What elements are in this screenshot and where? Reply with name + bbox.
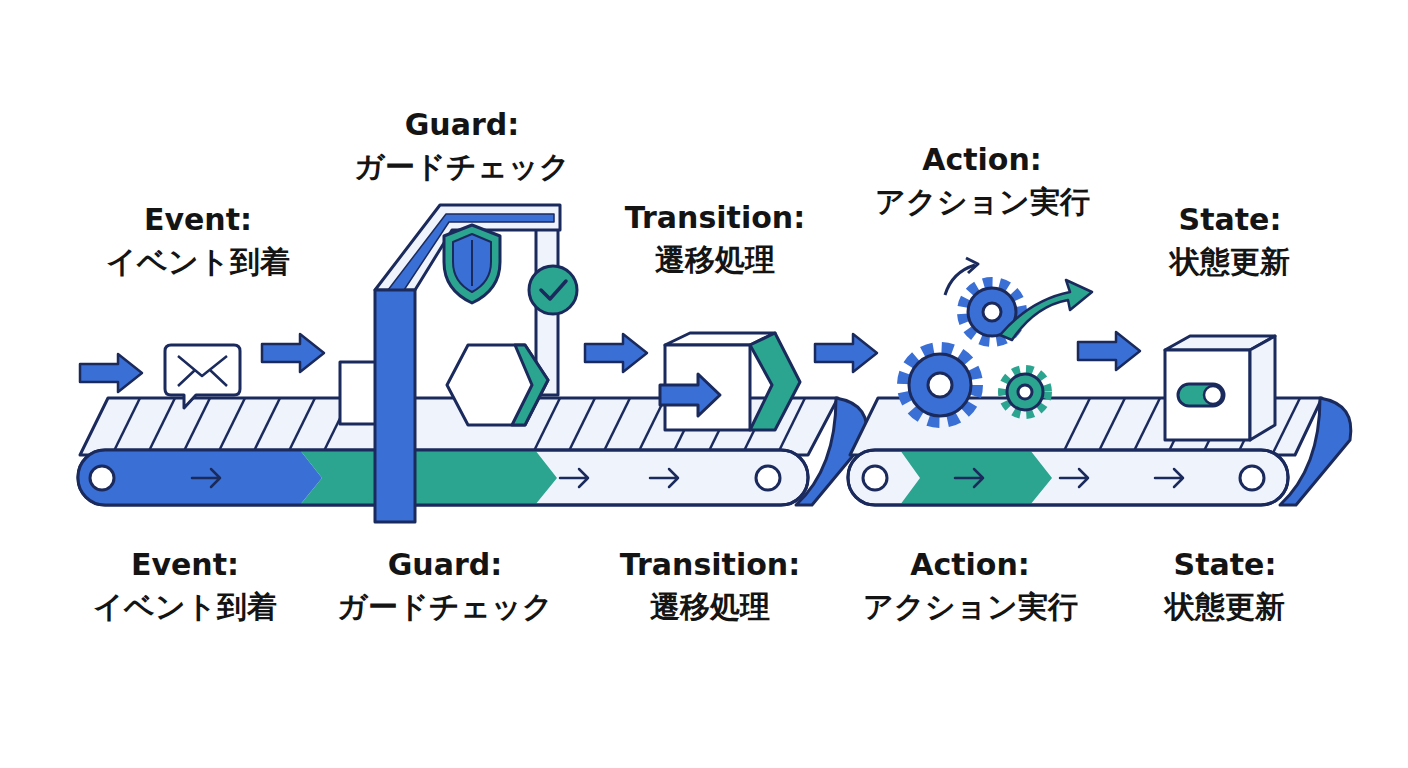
guard-gate bbox=[340, 205, 577, 522]
stage-label: Guard: ガードチェック bbox=[354, 104, 570, 188]
stage-label: Event: イベント到着 bbox=[106, 199, 290, 283]
action-gears bbox=[904, 258, 1092, 421]
stage-label: Event: イベント到着 bbox=[93, 544, 277, 628]
state-box bbox=[1165, 336, 1275, 440]
stage-label: Action: アクション実行 bbox=[875, 139, 1090, 223]
stage-label: State: 状態更新 bbox=[1170, 199, 1290, 283]
stage-label: Action: アクション実行 bbox=[863, 544, 1078, 628]
event-envelope bbox=[165, 345, 240, 408]
stage-label: State: 状態更新 bbox=[1165, 544, 1285, 628]
stage-label: Transition: 遷移処理 bbox=[620, 544, 800, 628]
stage-label: Guard: ガードチェック bbox=[337, 544, 553, 628]
transition-block bbox=[660, 333, 800, 430]
stage-label: Transition: 遷移処理 bbox=[625, 197, 805, 281]
